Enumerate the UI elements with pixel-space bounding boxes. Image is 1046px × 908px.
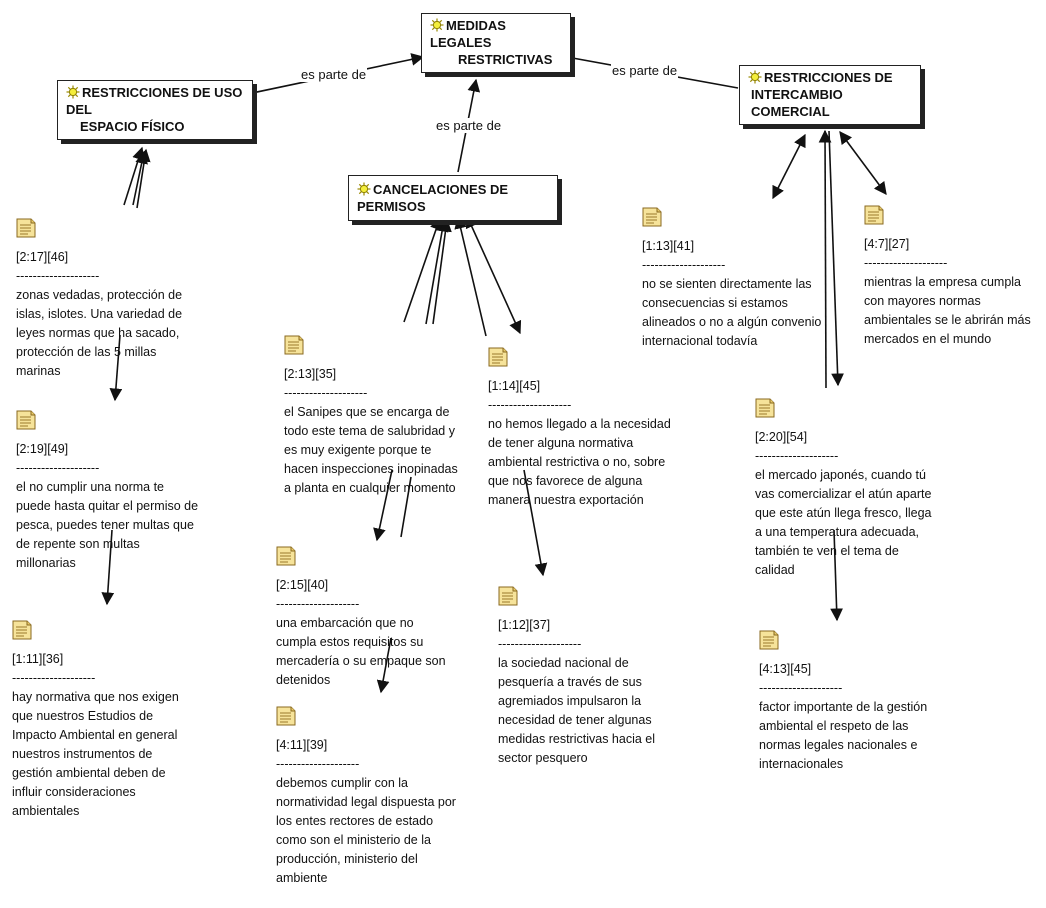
code-label: RESTRICCIONES DE USO DEL (66, 85, 243, 117)
memo-icon (16, 218, 36, 238)
separator: -------------------- (16, 461, 100, 475)
code-medidas-legales[interactable]: MEDIDAS LEGALES RESTRICTIVAS (421, 13, 571, 73)
quotation-1-14[interactable]: [1:14][45] -------------------- no hemos… (488, 347, 678, 510)
quotation-text: la sociedad nacional de pesquería a trav… (498, 656, 656, 765)
code-label: MEDIDAS LEGALES (430, 18, 506, 50)
link-inter-q220 (818, 129, 832, 389)
memo-icon (276, 546, 296, 566)
separator: -------------------- (642, 258, 726, 272)
relation-label: es parte de (300, 67, 368, 82)
sun-icon (66, 85, 80, 99)
quotation-4-11[interactable]: [4:11][39] -------------------- debemos … (276, 706, 456, 888)
code-label: CANCELACIONES DE PERMISOS (357, 182, 509, 214)
relation-label: es parte de (611, 63, 679, 78)
quotation-ref: [2:13][35] (284, 367, 337, 381)
separator: -------------------- (276, 597, 360, 611)
code-label: RESTRICCIONES DE (764, 70, 893, 85)
quotation-text: no se sienten directamente las consecuen… (642, 277, 822, 348)
link-inter-q220b (828, 130, 844, 387)
quotation-text: no hemos llegado a la necesidad de tener… (488, 417, 671, 507)
quotation-ref: [2:19][49] (16, 442, 69, 456)
memo-icon (759, 630, 779, 650)
memo-icon (284, 335, 304, 355)
link-cancel-q411 (432, 218, 452, 325)
separator: -------------------- (16, 269, 100, 283)
quotation-ref: [2:15][40] (276, 578, 329, 592)
code-cancelaciones[interactable]: CANCELACIONES DE PERMISOS (348, 175, 558, 221)
code-label-2: ESPACIO FÍSICO (80, 119, 185, 134)
quotation-4-13[interactable]: [4:13][45] -------------------- factor i… (759, 630, 934, 774)
quotation-2-19[interactable]: [2:19][49] -------------------- el no cu… (16, 410, 201, 573)
quotation-2-15[interactable]: [2:15][40] -------------------- una emba… (276, 546, 456, 690)
quotation-text: el no cumplir una norma te puede hasta q… (16, 480, 199, 570)
quotation-1-12[interactable]: [1:12][37] -------------------- la socie… (498, 586, 658, 768)
separator: -------------------- (12, 671, 96, 685)
sun-icon (357, 182, 371, 196)
relation-label: es parte de (435, 118, 503, 133)
quotation-ref: [1:14][45] (488, 379, 541, 393)
code-label-2: RESTRICTIVAS (458, 52, 553, 67)
quotation-ref: [4:7][27] (864, 237, 910, 251)
quotation-ref: [2:17][46] (16, 250, 69, 264)
link-inter-q113 (772, 133, 806, 200)
separator: -------------------- (755, 449, 839, 463)
link-cancel-q112 (465, 214, 522, 335)
separator: -------------------- (488, 398, 572, 412)
quotation-ref: [1:11][36] (12, 652, 64, 666)
link-espacio-q111 (132, 150, 148, 206)
quotation-2-20[interactable]: [2:20][54] -------------------- el merca… (755, 398, 940, 580)
memo-icon (755, 398, 775, 418)
quotation-ref: [4:13][45] (759, 662, 812, 676)
sun-icon (430, 18, 444, 32)
memo-icon (864, 205, 884, 225)
link-cancel-q215 (425, 218, 449, 325)
quotation-ref: [1:12][37] (498, 618, 551, 632)
quotation-1-13[interactable]: [1:13][41] -------------------- no se si… (642, 207, 822, 351)
separator: -------------------- (759, 681, 843, 695)
quotation-4-7[interactable]: [4:7][27] -------------------- mientras … (864, 205, 1044, 349)
memo-icon (488, 347, 508, 367)
code-intercambio-comercial[interactable]: RESTRICCIONES DE INTERCAMBIO COMERCIAL (739, 65, 921, 125)
quotation-ref: [4:11][39] (276, 738, 328, 752)
link-espacio-q219 (136, 148, 151, 209)
memo-icon (498, 586, 518, 606)
memo-icon (642, 207, 662, 227)
quotation-2-17[interactable]: [2:17][46] -------------------- zonas ve… (16, 218, 186, 381)
quotation-text: mientras la empresa cumpla con mayores n… (864, 275, 1031, 346)
quotation-text: el mercado japonés, cuando tú vas comerc… (755, 468, 932, 577)
link-inter-q47 (839, 130, 887, 196)
quotation-1-11[interactable]: [1:11][36] -------------------- hay norm… (12, 620, 187, 821)
link-espacio-q217 (123, 146, 145, 206)
memo-icon (16, 410, 36, 430)
quotation-text: factor importante de la gestión ambienta… (759, 700, 928, 771)
quotation-text: el Sanipes que se encarga de todo este t… (284, 405, 458, 495)
memo-icon (12, 620, 32, 640)
code-label-2: INTERCAMBIO COMERCIAL (751, 87, 843, 119)
separator: -------------------- (284, 386, 368, 400)
sun-icon (748, 70, 762, 84)
quotation-ref: [2:20][54] (755, 430, 808, 444)
code-espacio-fisico[interactable]: RESTRICCIONES DE USO DEL ESPACIO FÍSICO (57, 80, 253, 140)
quotation-text: debemos cumplir con la normatividad lega… (276, 776, 456, 885)
quotation-text: hay normativa que nos exigen que nuestro… (12, 690, 179, 818)
separator: -------------------- (276, 757, 360, 771)
quotation-text: zonas vedadas, protección de islas, islo… (16, 288, 183, 378)
quotation-ref: [1:13][41] (642, 239, 695, 253)
quotation-2-13[interactable]: [2:13][35] -------------------- el Sanip… (284, 335, 459, 498)
link-cancel-q114 (454, 215, 487, 337)
memo-icon (276, 706, 296, 726)
quotation-text: una embarcación que no cumpla estos requ… (276, 616, 446, 687)
separator: -------------------- (864, 256, 948, 270)
link-cancel-q213 (403, 216, 443, 323)
separator: -------------------- (498, 637, 582, 651)
